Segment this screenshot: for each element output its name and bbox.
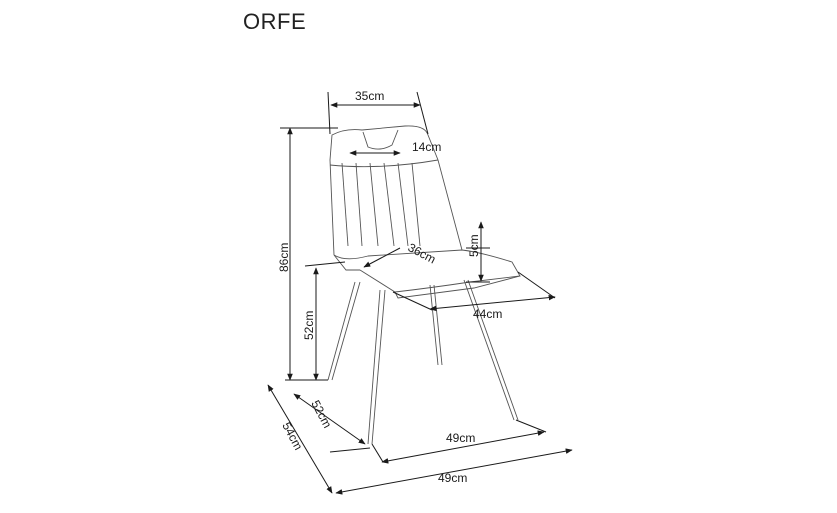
- label-base-width: 49cm: [446, 431, 475, 445]
- label-seat-width: 44cm: [473, 307, 502, 321]
- label-seat-depth: 36cm: [406, 240, 438, 266]
- product-title: ORFE: [243, 9, 307, 34]
- label-back-width: 35cm: [355, 89, 384, 103]
- label-seat-cushion: 5cm: [467, 234, 481, 257]
- dimension-lines: [267, 91, 573, 495]
- label-base-depth: 52cm: [308, 398, 334, 430]
- label-seat-height: 52cm: [302, 311, 316, 340]
- label-overall-depth: 54cm: [279, 420, 305, 452]
- label-handle-width: 14cm: [412, 140, 441, 154]
- label-total-height: 86cm: [277, 243, 291, 272]
- chair-outline: [327, 125, 521, 445]
- label-overall-width: 49cm: [438, 471, 467, 485]
